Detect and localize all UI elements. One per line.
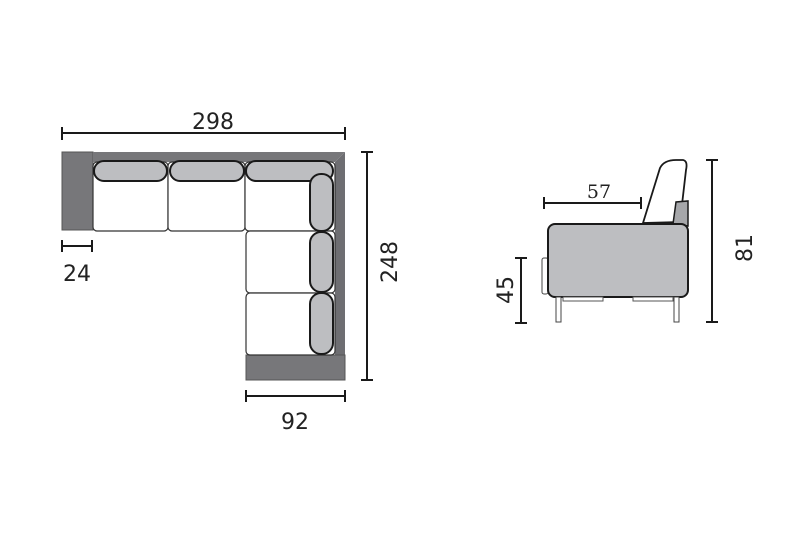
chaise-width-dimension: 92 [245, 390, 346, 435]
back-cushion-2 [169, 160, 245, 182]
width-dimension: 298 [61, 110, 346, 140]
armrest-dimension: 24 [61, 240, 93, 287]
back-cushion-4 [309, 173, 334, 232]
depth-label: 248 [378, 241, 403, 283]
total-height-dimension: 81 [706, 159, 758, 323]
leg-rail-front [562, 296, 604, 302]
seat-depth-label: 57 [587, 181, 611, 203]
leg-front [555, 296, 562, 323]
back-frame-side [672, 200, 689, 227]
back-cushions [93, 160, 334, 355]
back-frame-right [335, 152, 345, 380]
back-cushion-5 [309, 231, 334, 293]
seat-height-label: 45 [494, 276, 519, 304]
chaise-width-label: 92 [281, 410, 309, 435]
back-cushion-1 [93, 160, 168, 182]
back-frame-top [93, 152, 345, 162]
total-height-label: 81 [733, 234, 758, 262]
seat-height-dimension: 45 [494, 257, 527, 324]
top-view: 298 24 [61, 110, 403, 435]
seat-depth-dimension: 57 [543, 181, 642, 209]
leg-rail-back [632, 296, 674, 302]
depth-dimension: 248 [361, 151, 403, 381]
seat-cushions [92, 161, 336, 356]
chaise-end-armrest [245, 354, 346, 381]
side-view: 57 45 81 [494, 159, 758, 324]
back-cushion-3 [245, 160, 334, 182]
armrest-label: 24 [63, 262, 91, 287]
leg-back [673, 296, 680, 323]
width-label: 298 [192, 110, 234, 135]
left-armrest [61, 151, 94, 231]
sofa-body-side [547, 223, 689, 298]
back-cushion-6 [309, 292, 334, 355]
